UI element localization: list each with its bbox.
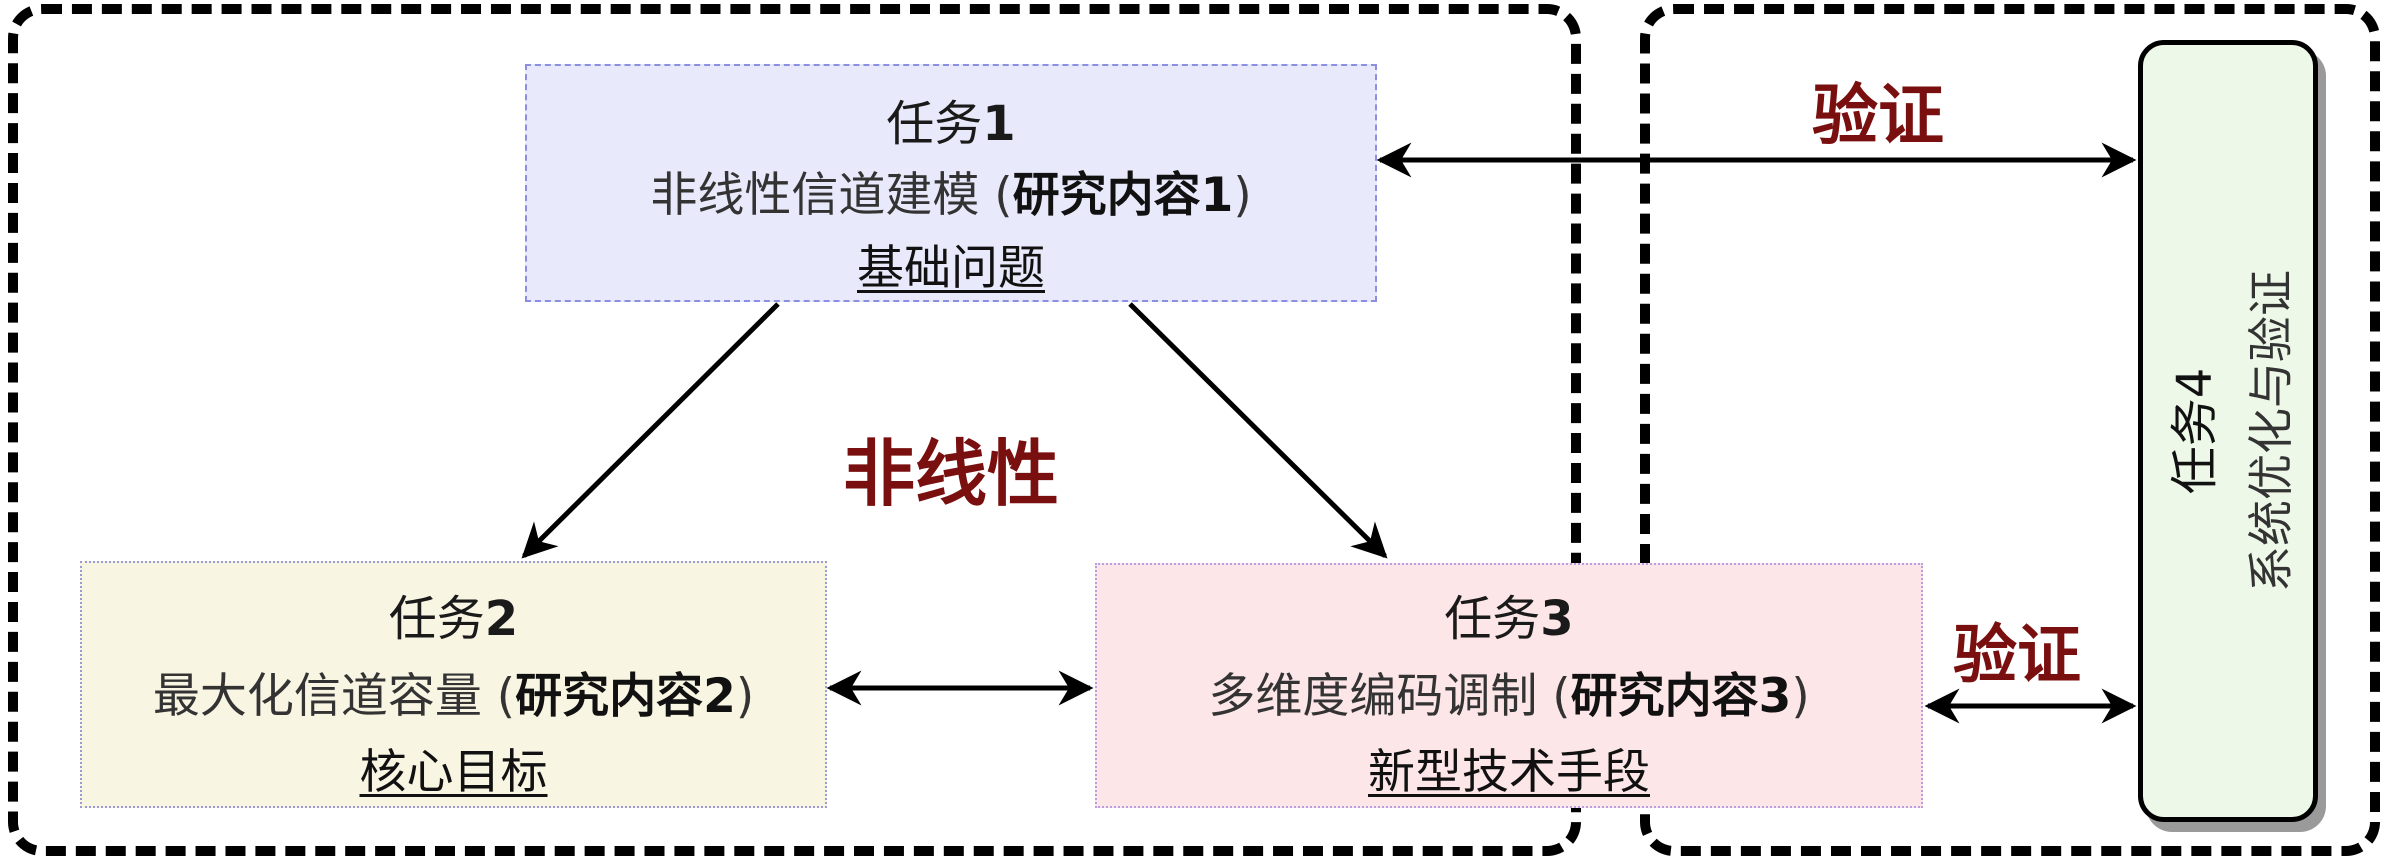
task3-box: 任务3 多维度编码调制 (研究内容3) 新型技术手段: [1095, 563, 1923, 808]
verify-label-top: 验证: [1812, 77, 1944, 154]
task1-box: 任务1 非线性信道建模 (研究内容1) 基础问题: [525, 64, 1377, 302]
task2-desc: 最大化信道容量 (研究内容2): [152, 669, 755, 724]
arrow-task1-to-task2: [521, 302, 780, 559]
validation-group-right: [1640, 4, 2380, 856]
task1-title: 任务1: [886, 96, 1016, 152]
task2-tag: 核心目标: [359, 745, 548, 800]
verify-label-bottom: 验证: [1953, 619, 2081, 693]
arrow-task1-to-task3: [1128, 302, 1388, 559]
task4-box: 任务4 系统优化与验证: [2138, 40, 2318, 822]
task1-tag: 基础问题: [857, 241, 1045, 296]
research-group-left: [8, 4, 1581, 856]
task1-desc: 非线性信道建模 (研究内容1): [650, 168, 1252, 223]
task3-desc: 多维度编码调制 (研究内容3): [1208, 669, 1810, 724]
nonlinear-label: 非线性: [843, 432, 1060, 516]
task2-box: 任务2 最大化信道容量 (研究内容2) 核心目标: [80, 561, 827, 808]
task3-title: 任务3: [1444, 591, 1574, 647]
task2-title: 任务2: [388, 591, 519, 647]
task3-tag: 新型技术手段: [1368, 745, 1650, 800]
